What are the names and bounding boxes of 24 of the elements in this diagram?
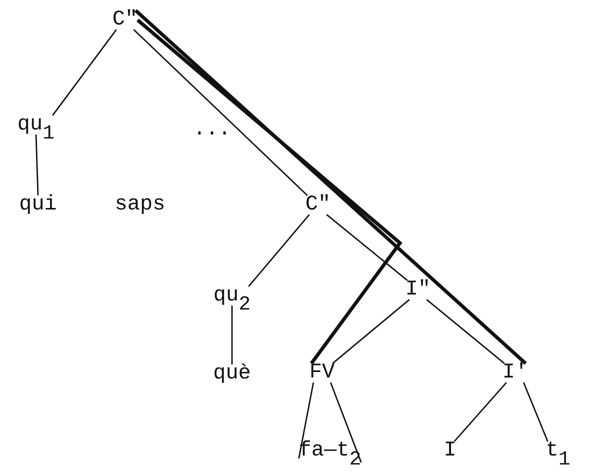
tree-node-label: I" xyxy=(405,278,431,302)
tree-branch-line xyxy=(326,214,408,281)
tree-branch-line xyxy=(426,299,505,364)
tree-branch-line xyxy=(248,214,310,287)
tree-word: saps xyxy=(114,193,166,217)
tree-branch-line xyxy=(454,382,507,442)
tree-node-label: què xyxy=(213,362,251,386)
tree-node-label: C" xyxy=(112,8,138,32)
tree-branch-line xyxy=(35,134,39,196)
tree-word: ... xyxy=(193,118,231,142)
thick-path-line xyxy=(134,9,527,365)
tree-branch-line xyxy=(298,382,314,459)
tree-branch-line xyxy=(330,382,362,463)
tree-branch-line xyxy=(52,29,117,116)
tree-node-label: I xyxy=(444,439,456,463)
tree-branch-line xyxy=(522,382,548,442)
tree-node-label: FV xyxy=(309,361,335,385)
tree-node-label: C" xyxy=(305,193,331,217)
tree-branch-line xyxy=(231,306,233,364)
tree-branch-line xyxy=(133,29,308,196)
thick-path-line xyxy=(136,18,402,364)
tree-node-label: I' xyxy=(502,361,528,385)
tree-branch-line xyxy=(332,299,410,364)
tree-node-label: qui xyxy=(19,193,57,217)
